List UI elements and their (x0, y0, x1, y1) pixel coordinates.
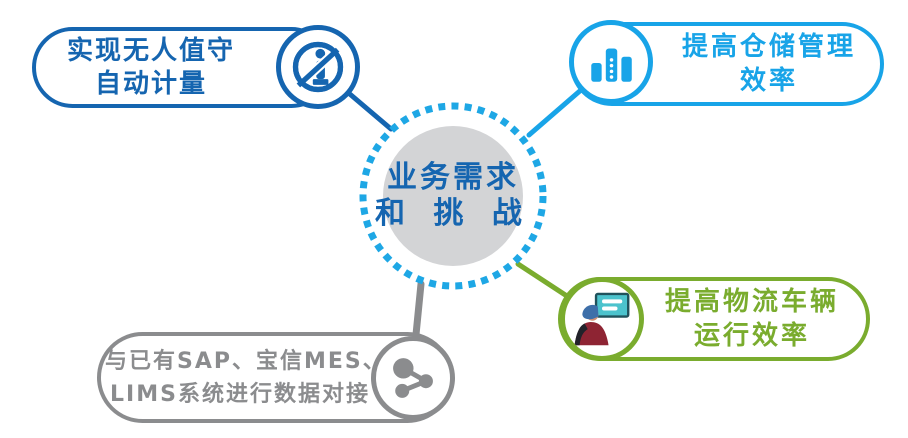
operator-screen-icon (560, 277, 644, 361)
bubble-label-line: 提高物流车辆 (664, 287, 839, 317)
bubble-label-line: LIMS系统进行数据对接 (110, 381, 370, 407)
bubble-label-line: 运行效率 (693, 321, 810, 351)
center-title: 业务需求 和 挑 战 (343, 160, 563, 232)
bubble-label-line: 效率 (739, 66, 798, 96)
center-title-line1: 业务需求 (387, 160, 519, 195)
share-network-icon (371, 336, 455, 420)
center-title-line2: 和 挑 战 (375, 196, 531, 231)
bubble-label-line: 实现无人值守 (66, 35, 235, 66)
center-circle (383, 126, 523, 266)
bubble-label-line: 与已有SAP、宝信MES、 (105, 348, 387, 374)
bubble-label-line: 自动计量 (94, 68, 207, 99)
bar-chart-icon (569, 20, 653, 104)
bubble-label-line: 提高仓储管理 (681, 32, 856, 62)
center-dotted-ring (359, 102, 547, 290)
no-person-icon (276, 25, 360, 109)
